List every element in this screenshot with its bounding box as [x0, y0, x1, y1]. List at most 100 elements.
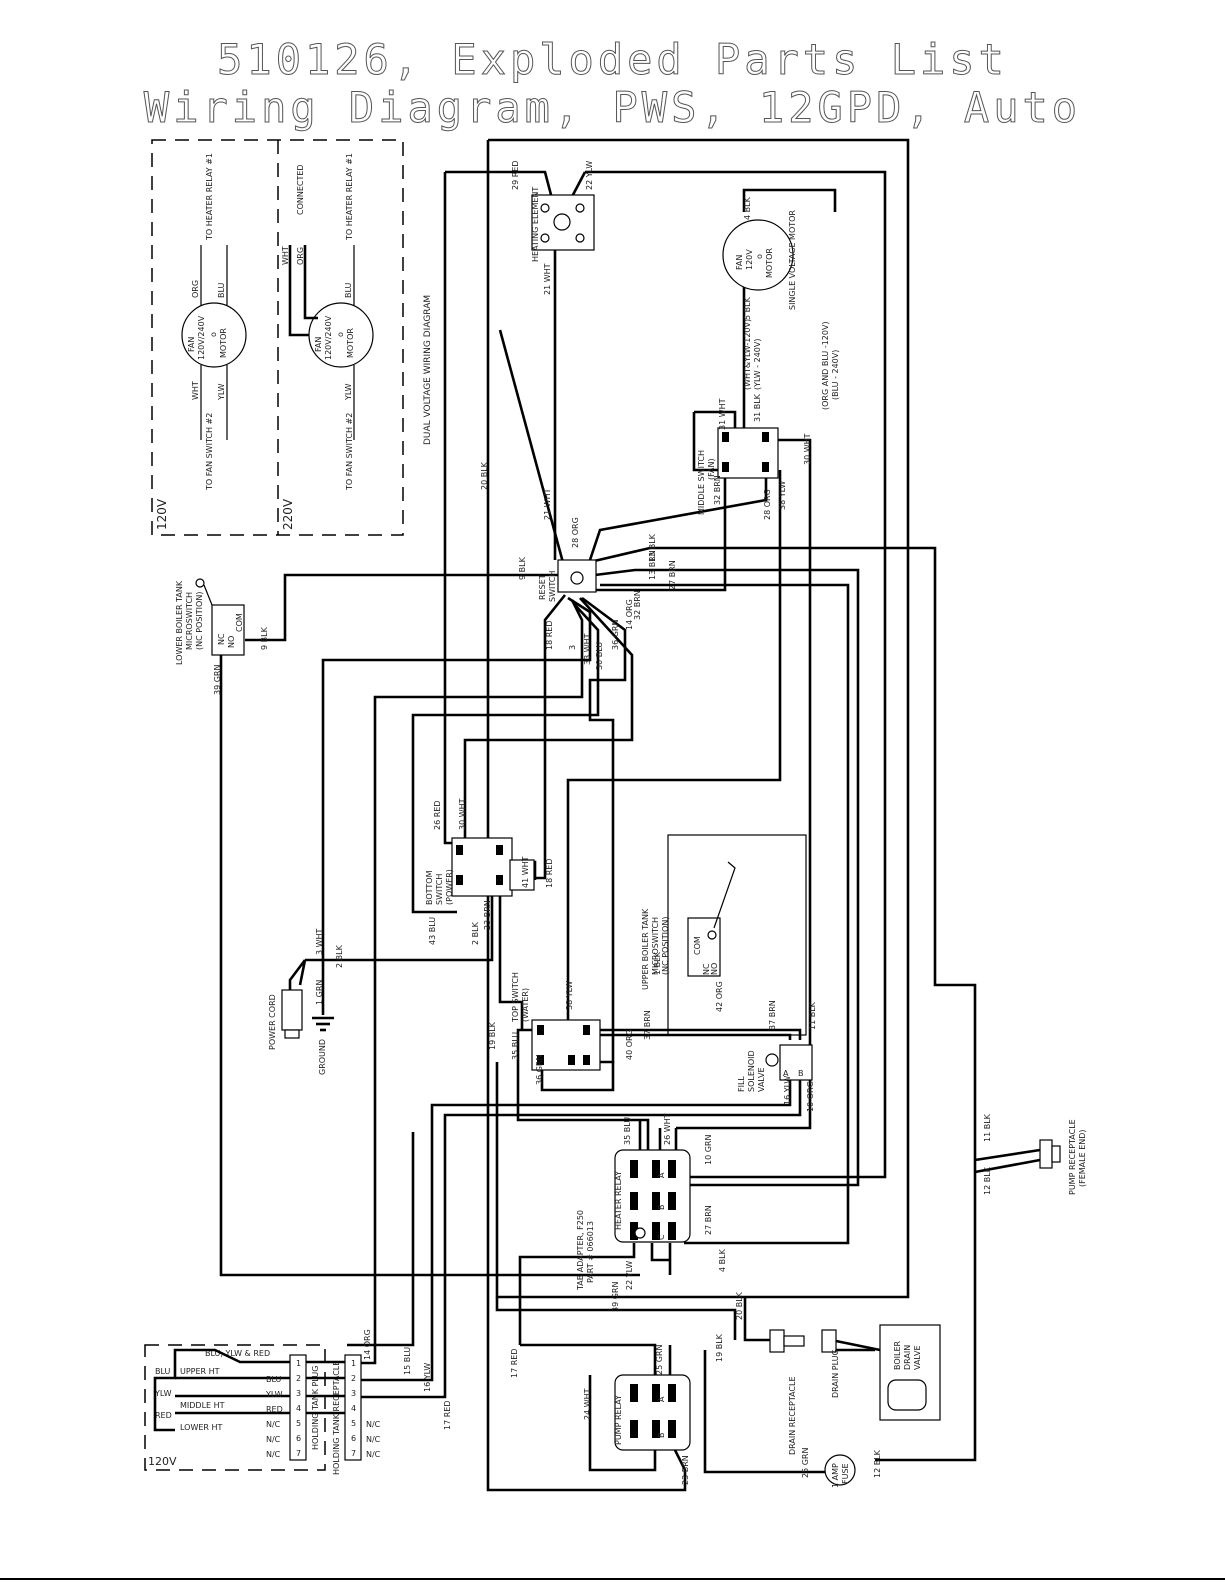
wl-22b: 22 YLW [625, 1261, 634, 1290]
wl-27b: 27 BRN [704, 1205, 713, 1235]
heating-element-label: HEATING ELEMENT [531, 187, 540, 262]
motor120-l2: 120V/240V [197, 315, 206, 360]
motor120-l3: o [209, 332, 218, 337]
motor120-l4: MOTOR [219, 328, 228, 358]
heater-relay-label: HEATER RELAY [614, 1171, 623, 1230]
wl-29: 29 RED [511, 161, 520, 191]
motor220-l4: MOTOR [346, 328, 355, 358]
fan-motor: FAN 120V o MOTOR SINGLE VOLTAGE MOTOR (W… [722, 210, 840, 410]
plug-pin-3: 3 [296, 1389, 301, 1398]
boiler-drain-l2: DRAIN [903, 1345, 912, 1370]
wl-21a: 21 WHT [543, 263, 552, 295]
fan-note-2: (YLW - 240V) [753, 339, 762, 390]
receptacle-pin-3: 3 [351, 1389, 356, 1398]
wl-3: 3 [568, 645, 577, 650]
wl-38b: 38 YLW [565, 981, 574, 1010]
wl-1b: 1 BLK [653, 951, 662, 975]
relay-term-c: C [657, 1234, 666, 1240]
wires [219, 138, 1041, 1492]
upper-microswitch: UPPER BOILER TANK MICROSWITCH (NC POSITI… [641, 834, 807, 1036]
drain-assembly: DRAIN RECEPTACLE DRAIN PLUG BOILER DRAIN… [769, 1324, 941, 1455]
motor120-ylw: YLW [217, 383, 226, 401]
pump-relay-label: PUMP RELAY [614, 1395, 623, 1445]
wl-17: 17 RED [510, 1349, 519, 1379]
wl-9b: 9 BLK [260, 626, 269, 650]
wl-18: 18 RED [545, 621, 554, 651]
motor220-wht: WHT [281, 246, 290, 265]
wl-43: 43 BLU [428, 917, 437, 945]
motor120-wht: WHT [191, 381, 200, 400]
upper-ms-l2: MICROSWITCH [651, 917, 660, 975]
motor220-connected: CONNECTED [296, 164, 305, 215]
wl-25: 25 GRN [655, 1345, 664, 1375]
tank-blu: BLU [155, 1367, 171, 1376]
drain-plug-label: DRAIN PLUG [831, 1349, 840, 1398]
motor220-l2: 120V/240V [324, 315, 333, 360]
heating-element: HEATING ELEMENT [531, 187, 595, 262]
wl-23: 23 BRN [483, 900, 492, 930]
motor120-org: ORG [191, 280, 200, 298]
wl-30: 30 BLU [595, 642, 604, 670]
dual-voltage-heading: DUAL VOLTAGE WIRING DIAGRAM [423, 295, 433, 445]
tank-ylw: YLW [154, 1389, 172, 1398]
fuse-l2: FUSE [841, 1463, 850, 1484]
bottom-switch-l3: (POWER) [445, 869, 454, 905]
wl-9a: 9 BLK [518, 556, 527, 580]
fill-solenoid-l2: SOLENOID [747, 1050, 756, 1092]
wl-15: 15 BLU [403, 1347, 412, 1375]
wl-33: 33 WHT [583, 633, 592, 665]
motor120-l1: FAN [187, 337, 196, 352]
wl-16b: 16 YLW [423, 1363, 432, 1392]
wl-13: 13 BLK [648, 533, 657, 562]
motor120-blu: BLU [217, 282, 226, 298]
wl-26: 26 RED [433, 801, 442, 831]
fan-motor-l3: o [755, 254, 764, 259]
wl-14: 14 ORG [625, 599, 634, 630]
lower-ms-l3: (NC POSITION) [195, 592, 204, 650]
fill-solenoid: FILL SOLENOID VALVE [737, 1044, 813, 1092]
plug-pin-5: 5 [296, 1419, 301, 1428]
holding-tank: HOLDING TANK PLUG HOLDING TANK RECEPTACL… [144, 1344, 362, 1475]
plug-pin-4: 4 [296, 1404, 301, 1413]
plug-wire-label: N/C [266, 1435, 281, 1444]
upper-ms-no: NO [710, 963, 719, 975]
fan-note-4: (BLU - 240V) [831, 350, 840, 400]
relay-term-a: A [657, 1172, 666, 1178]
wl-19: 19 BLK [488, 1021, 497, 1050]
reset-switch-l1: RESET [538, 574, 547, 600]
wl-22: 22 YLW [585, 161, 594, 190]
title-line-2: Wiring Diagram, PWS, 12GPD, Auto [143, 83, 1082, 132]
wl-28b: 28 ORG [763, 489, 772, 520]
wl-35: 35 BLU [511, 1032, 520, 1060]
wl-36: 36 GRN [611, 620, 620, 650]
wl-25b: 25 GRN [801, 1448, 810, 1478]
wl-5: 5 BLK [743, 296, 752, 320]
wl-14b: 14 ORG [363, 1329, 372, 1360]
dual-voltage-panel: DUAL VOLTAGE WIRING DIAGRAM 120V 220V FA… [151, 139, 433, 536]
top-switch-l1: TOP SWITCH [511, 972, 520, 1023]
lower-ms-com: COM [235, 613, 244, 632]
label-120v: 120V [155, 498, 169, 530]
motor220-l1: FAN [314, 337, 323, 352]
wl-1: 1 GRN [315, 980, 324, 1005]
middle-switch-l1: MIDDLE SWITCH [697, 450, 706, 515]
title-block: 510126, Exploded Parts List Wiring Diagr… [0, 35, 1225, 132]
plug-wire-label: RED [266, 1405, 283, 1414]
wl-39b: 39 GRN [611, 1282, 620, 1312]
wl-18b: 18 RED [545, 859, 554, 889]
wl-37: 37 BRN [643, 1010, 652, 1040]
wl-20b: 20 BLK [735, 1291, 744, 1320]
fan-motor-icon [722, 219, 794, 291]
wl-35b: 35 BLU [623, 1117, 632, 1145]
bottom-switch: BOTTOM SWITCH (POWER) [425, 837, 535, 905]
wl-36b: 36 GRN [535, 1055, 544, 1085]
wl-19b: 19 BLK [715, 1333, 724, 1362]
fuse-l1: 1 AMP [831, 1463, 840, 1488]
heater-relay: HEATER RELAY TAB ADAPTER, F250 PART # 06… [576, 1149, 691, 1291]
lower-microswitch: LOWER BOILER TANK MICROSWITCH (NC POSITI… [175, 578, 245, 665]
wl-23b: 23 BRN [681, 1455, 690, 1485]
pump-receptacle: PUMP RECEPTACLE (FEMALE END) [1039, 1119, 1087, 1195]
receptacle-pin-5: 5 [351, 1419, 356, 1428]
power-cord: POWER CORD GROUND [268, 989, 334, 1075]
top-switch-l2: (WATER) [521, 988, 530, 1022]
